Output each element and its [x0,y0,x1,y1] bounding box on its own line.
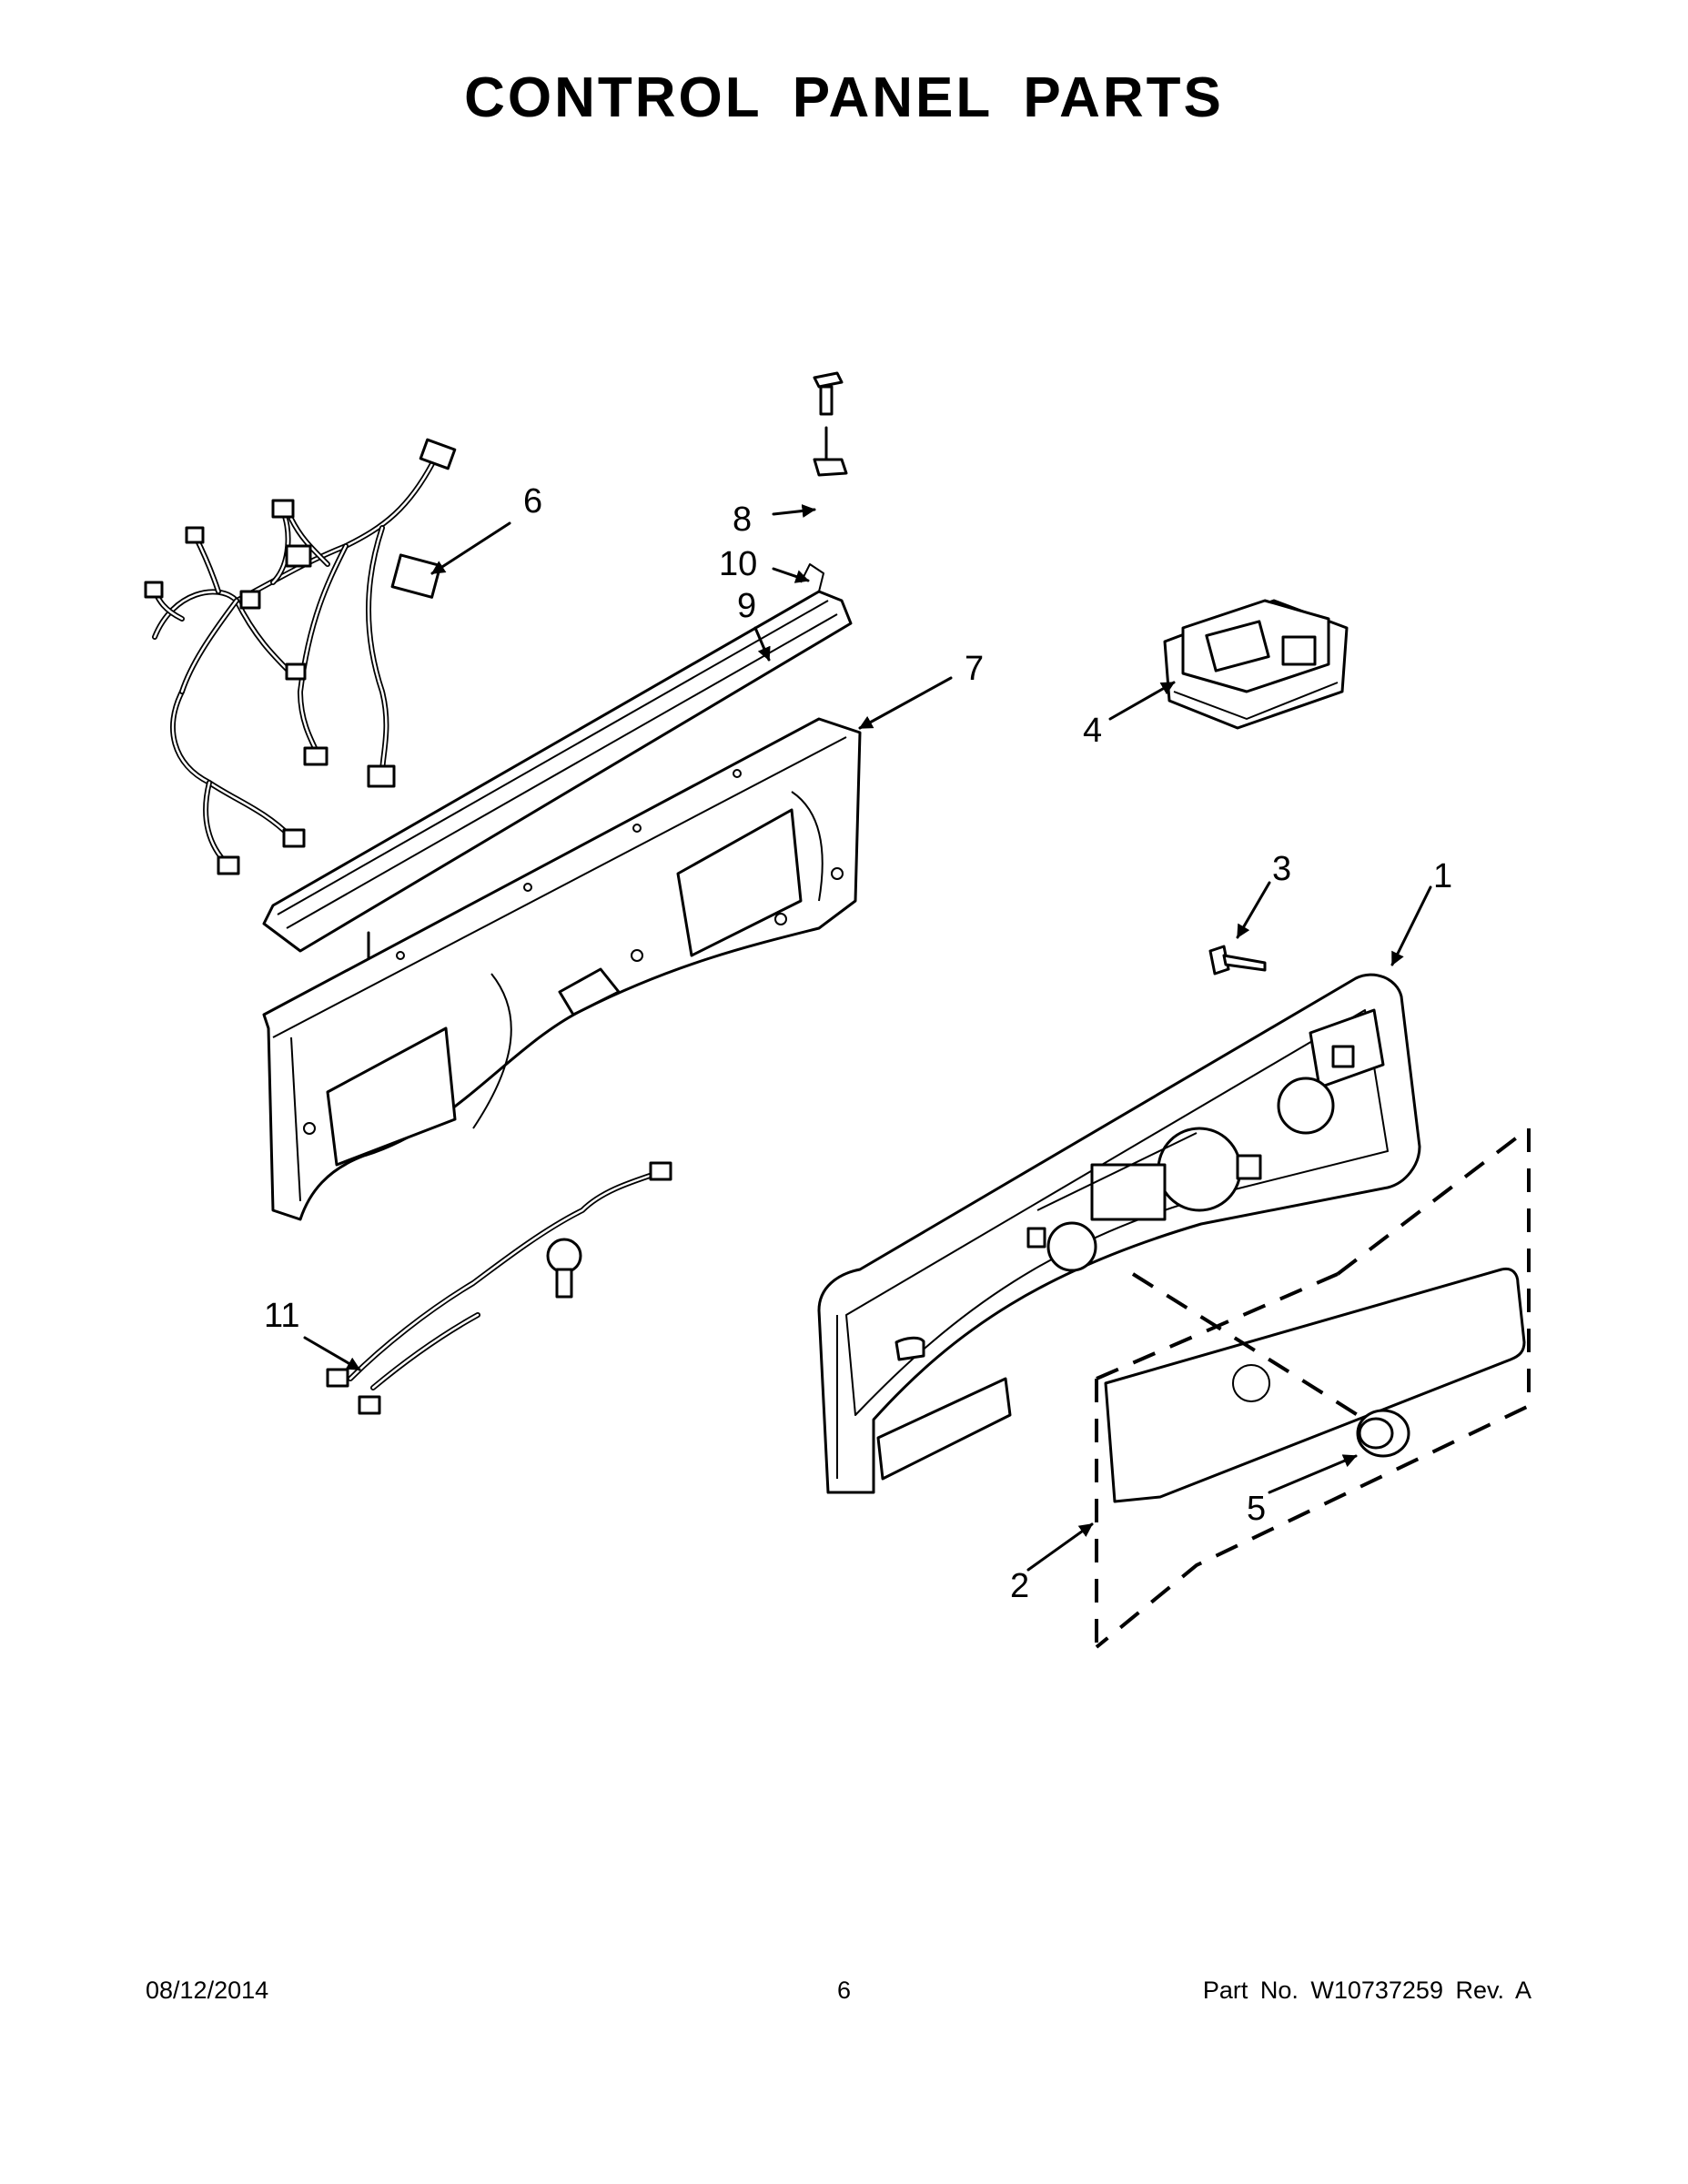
leader-arrow-6 [430,521,511,575]
callout-10: 10 [719,545,757,583]
callout-2: 2 [1010,1567,1029,1605]
callout-6: 6 [523,482,542,521]
screw-part-8 [813,371,844,461]
assembly-outline-2d [1336,1127,1531,1276]
callout-8: 8 [733,500,752,539]
leader-arrow-10 [772,567,810,583]
leader-arrow-4 [1108,681,1176,721]
leader-arrow-3 [1236,881,1271,939]
leader-arrow-11 [303,1336,361,1371]
knob-alignment-line [1131,1272,1367,1421]
top-bracket-part [262,563,853,989]
leader-arrow-8 [772,504,816,518]
clip-part-10 [813,458,848,477]
callout-1: 1 [1433,857,1452,895]
callout-11: 11 [264,1297,299,1335]
assembly-outline-2 [1095,1128,1531,1649]
wire-harness-part [144,438,457,875]
callout-9: 9 [737,587,756,625]
callout-5: 5 [1247,1490,1266,1528]
callout-7: 7 [965,650,984,688]
page-title: CONTROL PANEL PARTS [464,66,1224,129]
leader-arrow-9 [753,626,771,662]
footer-date: 08/12/2014 [146,1977,269,2004]
sensor-harness-part [326,1161,672,1415]
leader-arrow-1 [1390,885,1432,966]
control-board-part [1163,599,1349,730]
leader-arrow-5 [1268,1454,1358,1494]
knob-part [1356,1409,1410,1458]
footer-page-number: 6 [836,1977,852,2004]
console-panel-part [817,973,1421,1494]
overlay-part [1104,1267,1526,1503]
screw-part-3 [1208,945,1267,976]
leader-arrow-7 [858,676,953,730]
footer-part-info: Part No. W10737259 Rev. A [1202,1977,1531,2004]
callout-3: 3 [1272,850,1291,888]
callout-4: 4 [1083,712,1102,750]
console-frame-part [262,717,862,1221]
leader-arrow-2 [1026,1522,1094,1572]
